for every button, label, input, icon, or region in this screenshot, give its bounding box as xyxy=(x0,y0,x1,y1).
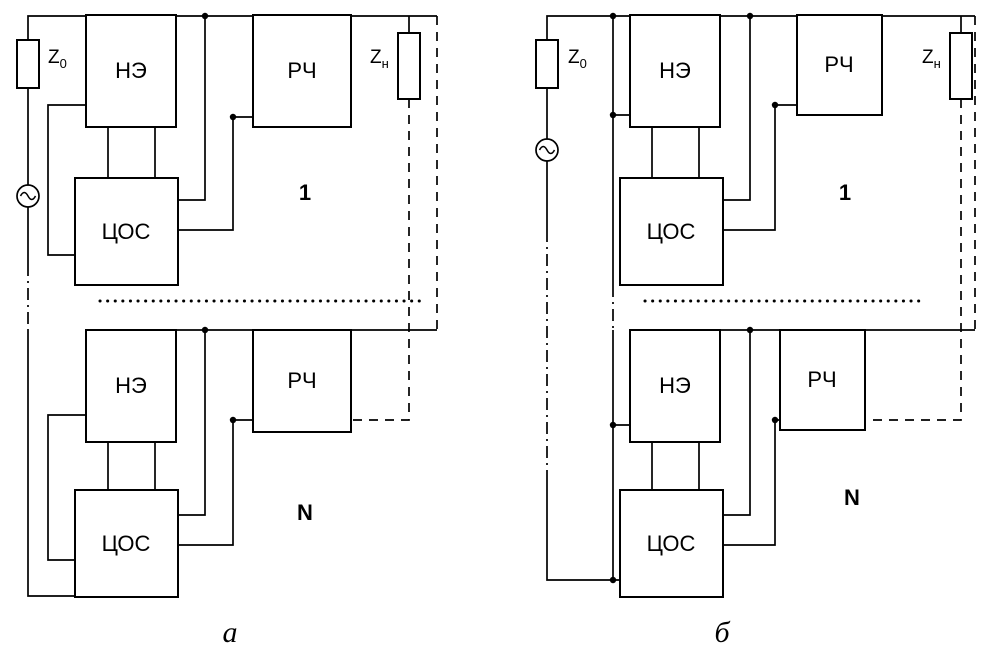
diagram-a: Z0 Zн НЭ РЧ ЦОС 1 НЭ РЧ ЦОС N а xyxy=(16,12,438,649)
ne-block-stage1-a xyxy=(85,14,177,128)
junction-dot xyxy=(229,113,237,121)
ac-source-icon-a xyxy=(16,184,40,208)
dsp-label-stage1-b: ЦОС xyxy=(647,219,696,244)
z0-resistor-b xyxy=(535,39,559,89)
zn-label-b: Zн xyxy=(922,47,941,71)
load-feedback-dashed-a xyxy=(351,99,410,421)
zn-resistor-a xyxy=(397,32,421,100)
load-feedback-dashed-b xyxy=(865,99,962,421)
rf-label-stage1-b: РЧ xyxy=(824,52,853,77)
stage-number-1-a: 1 xyxy=(299,180,311,205)
stage-number-N-b: N xyxy=(844,485,860,510)
dsp-label-stage1-a: ЦОС xyxy=(102,219,151,244)
z0-label-a: Z0 xyxy=(48,47,67,71)
ne-block-stageN-b xyxy=(629,329,721,443)
diagram-b: Z0 Zн НЭ РЧ ЦОС 1 НЭ РЧ ЦОС N xyxy=(535,12,976,649)
ne-label-stageN-b: НЭ xyxy=(659,373,691,398)
junction-dot xyxy=(746,12,754,20)
dsp-block-stage1-a xyxy=(74,177,179,286)
dsp-block-stageN-b xyxy=(619,489,724,598)
dsp-label-stageN-b: ЦОС xyxy=(647,531,696,556)
junction-dot xyxy=(746,326,754,334)
junction-dot xyxy=(771,416,779,424)
stage-number-1-b: 1 xyxy=(839,180,851,205)
junction-dot xyxy=(201,12,209,20)
ne-block-stage1-b xyxy=(629,14,721,128)
rf-label-stageN-a: РЧ xyxy=(287,368,316,393)
dsp-block-stageN-a xyxy=(74,489,179,598)
wires-stage1-b xyxy=(546,15,975,285)
junction-dot xyxy=(201,326,209,334)
wires-stage1-a xyxy=(27,15,437,264)
rf-block-stage1-b xyxy=(796,14,883,116)
dsp-block-stage1-b xyxy=(619,177,724,286)
ne-label-stage1-b: НЭ xyxy=(659,58,691,83)
z0-resistor-a xyxy=(16,39,40,89)
z0-label-b: Z0 xyxy=(568,47,587,71)
rf-block-stage1-a xyxy=(252,14,352,128)
ne-label-stage1-a: НЭ xyxy=(115,58,147,83)
junction-dot xyxy=(609,111,617,119)
rf-block-stageN-b xyxy=(779,329,866,431)
junction-dot xyxy=(609,12,617,20)
ne-label-stageN-a: НЭ xyxy=(115,373,147,398)
rf-label-stage1-a: РЧ xyxy=(287,58,316,83)
junction-dot xyxy=(771,101,779,109)
junction-dot xyxy=(609,421,617,429)
ne-block-stageN-a xyxy=(85,329,177,443)
rf-block-stageN-a xyxy=(252,329,352,433)
zn-resistor-b xyxy=(949,32,973,100)
zn-label-a: Zн xyxy=(370,47,389,71)
diagram-caption-b: б xyxy=(714,616,730,649)
junction-dot xyxy=(229,416,237,424)
ac-source-icon-b xyxy=(535,138,559,162)
stage-number-N-a: N xyxy=(297,500,313,525)
dsp-label-stageN-a: ЦОС xyxy=(102,531,151,556)
junction-dot xyxy=(609,576,617,584)
wires-stageN-b xyxy=(546,329,975,581)
rf-label-stageN-b: РЧ xyxy=(807,367,836,392)
diagram-caption-a: а xyxy=(223,616,238,649)
